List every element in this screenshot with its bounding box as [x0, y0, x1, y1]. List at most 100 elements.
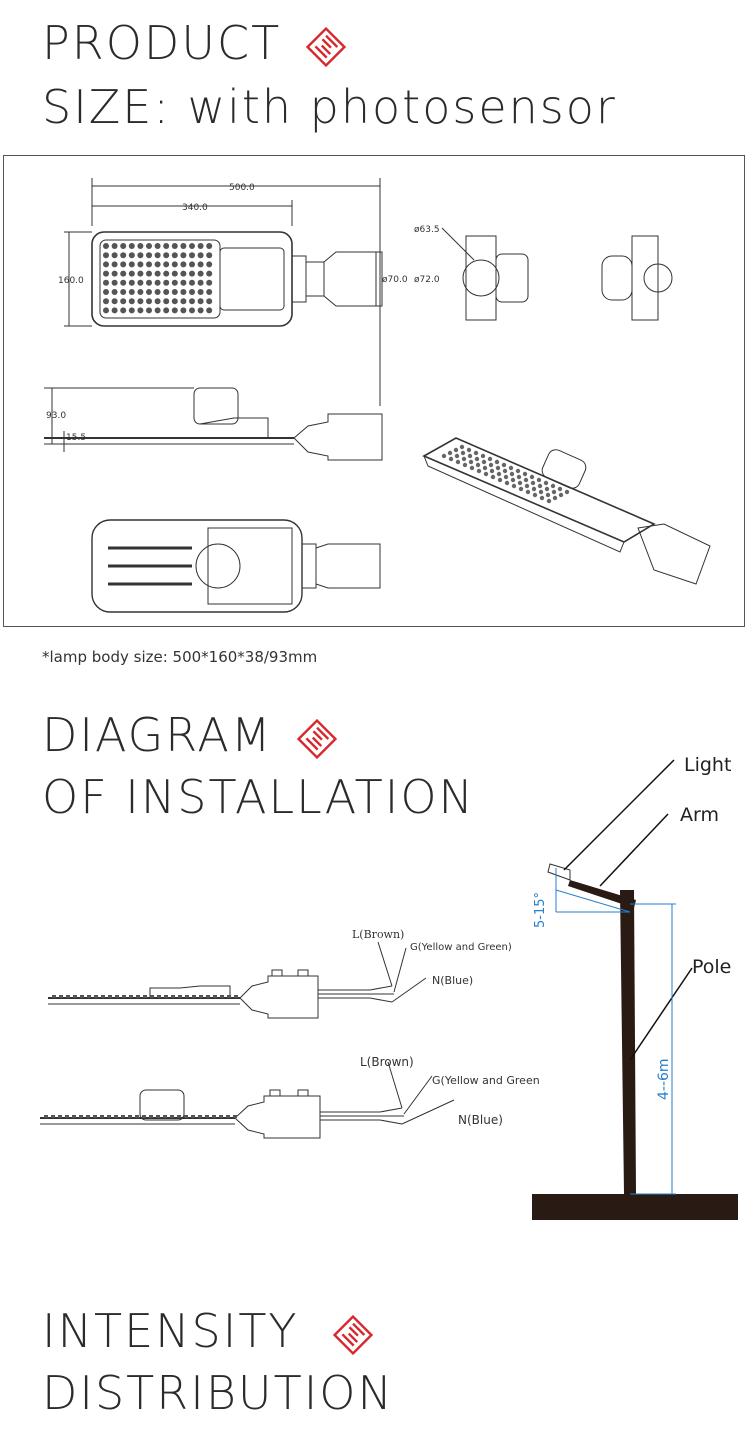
- led-dot: [467, 453, 473, 459]
- led-dot: [180, 307, 187, 314]
- led-dot: [189, 243, 195, 249]
- lamp-size-note: *lamp body size: 500*160*38/93mm: [42, 648, 318, 666]
- led-dot: [171, 252, 178, 259]
- led-dot: [103, 252, 109, 259]
- led-dot: [503, 474, 509, 480]
- led-chip: [72, 1115, 76, 1118]
- led-dot: [539, 495, 545, 501]
- led-dot: [544, 486, 550, 492]
- led-chip: [136, 995, 140, 998]
- led-dot: [111, 243, 118, 249]
- angle-label: 5-15°: [533, 892, 548, 928]
- led-dot: [154, 243, 161, 249]
- led-dot: [111, 261, 118, 268]
- led-dot: [180, 298, 187, 305]
- led-dot: [154, 270, 161, 277]
- led-dot: [163, 298, 170, 305]
- technical-drawing: 500.0 340.0 160.0 ø70.0 ø72.0 ø63.5 93.0…: [44, 178, 711, 613]
- led-dot: [504, 480, 510, 486]
- led-chip: [177, 1115, 181, 1118]
- led-dot: [163, 307, 170, 314]
- led-dot: [522, 471, 528, 477]
- led-dot: [111, 289, 118, 295]
- led-dot: [111, 307, 118, 314]
- led-dot: [137, 243, 144, 249]
- led-dot: [455, 459, 461, 465]
- led-dot: [103, 298, 109, 305]
- led-dot: [171, 307, 178, 314]
- led-dot: [538, 489, 544, 495]
- dim-width-label: 160.0: [58, 276, 84, 286]
- led-chip: [199, 995, 203, 998]
- led-dot: [163, 289, 170, 295]
- title-line-1: DIAGRAM: [42, 708, 273, 762]
- led-dot: [197, 243, 204, 249]
- led-dot: [530, 480, 536, 486]
- led-dot: [475, 462, 481, 468]
- dim-d2-label: ø72.0: [414, 275, 440, 285]
- led-dot: [128, 289, 135, 295]
- dim-length-label: 500.0: [229, 183, 255, 193]
- led-dot: [483, 471, 489, 477]
- led-chip: [114, 1115, 118, 1118]
- led-dot: [128, 298, 135, 305]
- led-dot: [529, 474, 535, 480]
- led-dot: [481, 459, 487, 465]
- led-chip: [191, 1115, 195, 1118]
- led-dot: [128, 307, 135, 314]
- led-chip: [80, 995, 84, 998]
- led-dot: [508, 465, 514, 471]
- led-dot: [180, 252, 187, 259]
- dim-d3-label: ø63.5: [414, 225, 440, 235]
- led-dot: [120, 289, 127, 295]
- led-dot: [146, 261, 152, 268]
- section-title-diagram: DIAGRAM: [42, 706, 338, 764]
- led-chip: [156, 1115, 160, 1118]
- led-chip: [73, 995, 77, 998]
- led-dot: [137, 252, 144, 259]
- led-dot: [180, 289, 187, 295]
- led-dot: [494, 459, 500, 465]
- led-dot: [495, 465, 501, 471]
- led-dot: [180, 279, 187, 286]
- led-dot: [557, 486, 563, 492]
- led-dot: [180, 270, 187, 277]
- led-chip: [94, 995, 98, 998]
- led-dot: [120, 243, 127, 249]
- led-dot: [154, 261, 161, 268]
- led-dot: [206, 252, 213, 259]
- led-dot: [441, 453, 447, 459]
- led-dot: [180, 243, 187, 249]
- led-dot: [550, 483, 556, 489]
- led-dot: [501, 462, 507, 468]
- led-dot: [146, 252, 152, 259]
- led-dot: [120, 298, 127, 305]
- led-dot: [537, 483, 543, 489]
- led-dot: [487, 456, 493, 462]
- led-chip: [79, 1115, 83, 1118]
- pole-light: [547, 863, 571, 881]
- led-dot: [524, 483, 530, 489]
- led-chip: [58, 1115, 62, 1118]
- led-dot: [516, 474, 522, 480]
- led-dot: [146, 298, 152, 305]
- led-chip: [115, 995, 119, 998]
- led-dot: [466, 447, 472, 453]
- led-chip: [87, 995, 91, 998]
- led-dot: [128, 252, 135, 259]
- led-dot: [480, 453, 486, 459]
- led-dot: [564, 489, 570, 495]
- led-chip: [171, 995, 175, 998]
- led-chip: [163, 1115, 167, 1118]
- led-dot: [103, 270, 109, 277]
- led-dot: [482, 465, 488, 471]
- led-chip: [212, 1115, 216, 1118]
- led-chip: [129, 995, 133, 998]
- led-chip: [184, 1115, 188, 1118]
- led-chip: [150, 995, 154, 998]
- led-dot: [509, 471, 515, 477]
- led-chip: [143, 995, 147, 998]
- led-dot: [197, 261, 204, 268]
- led-dot: [189, 298, 195, 305]
- led-dot: [137, 289, 144, 295]
